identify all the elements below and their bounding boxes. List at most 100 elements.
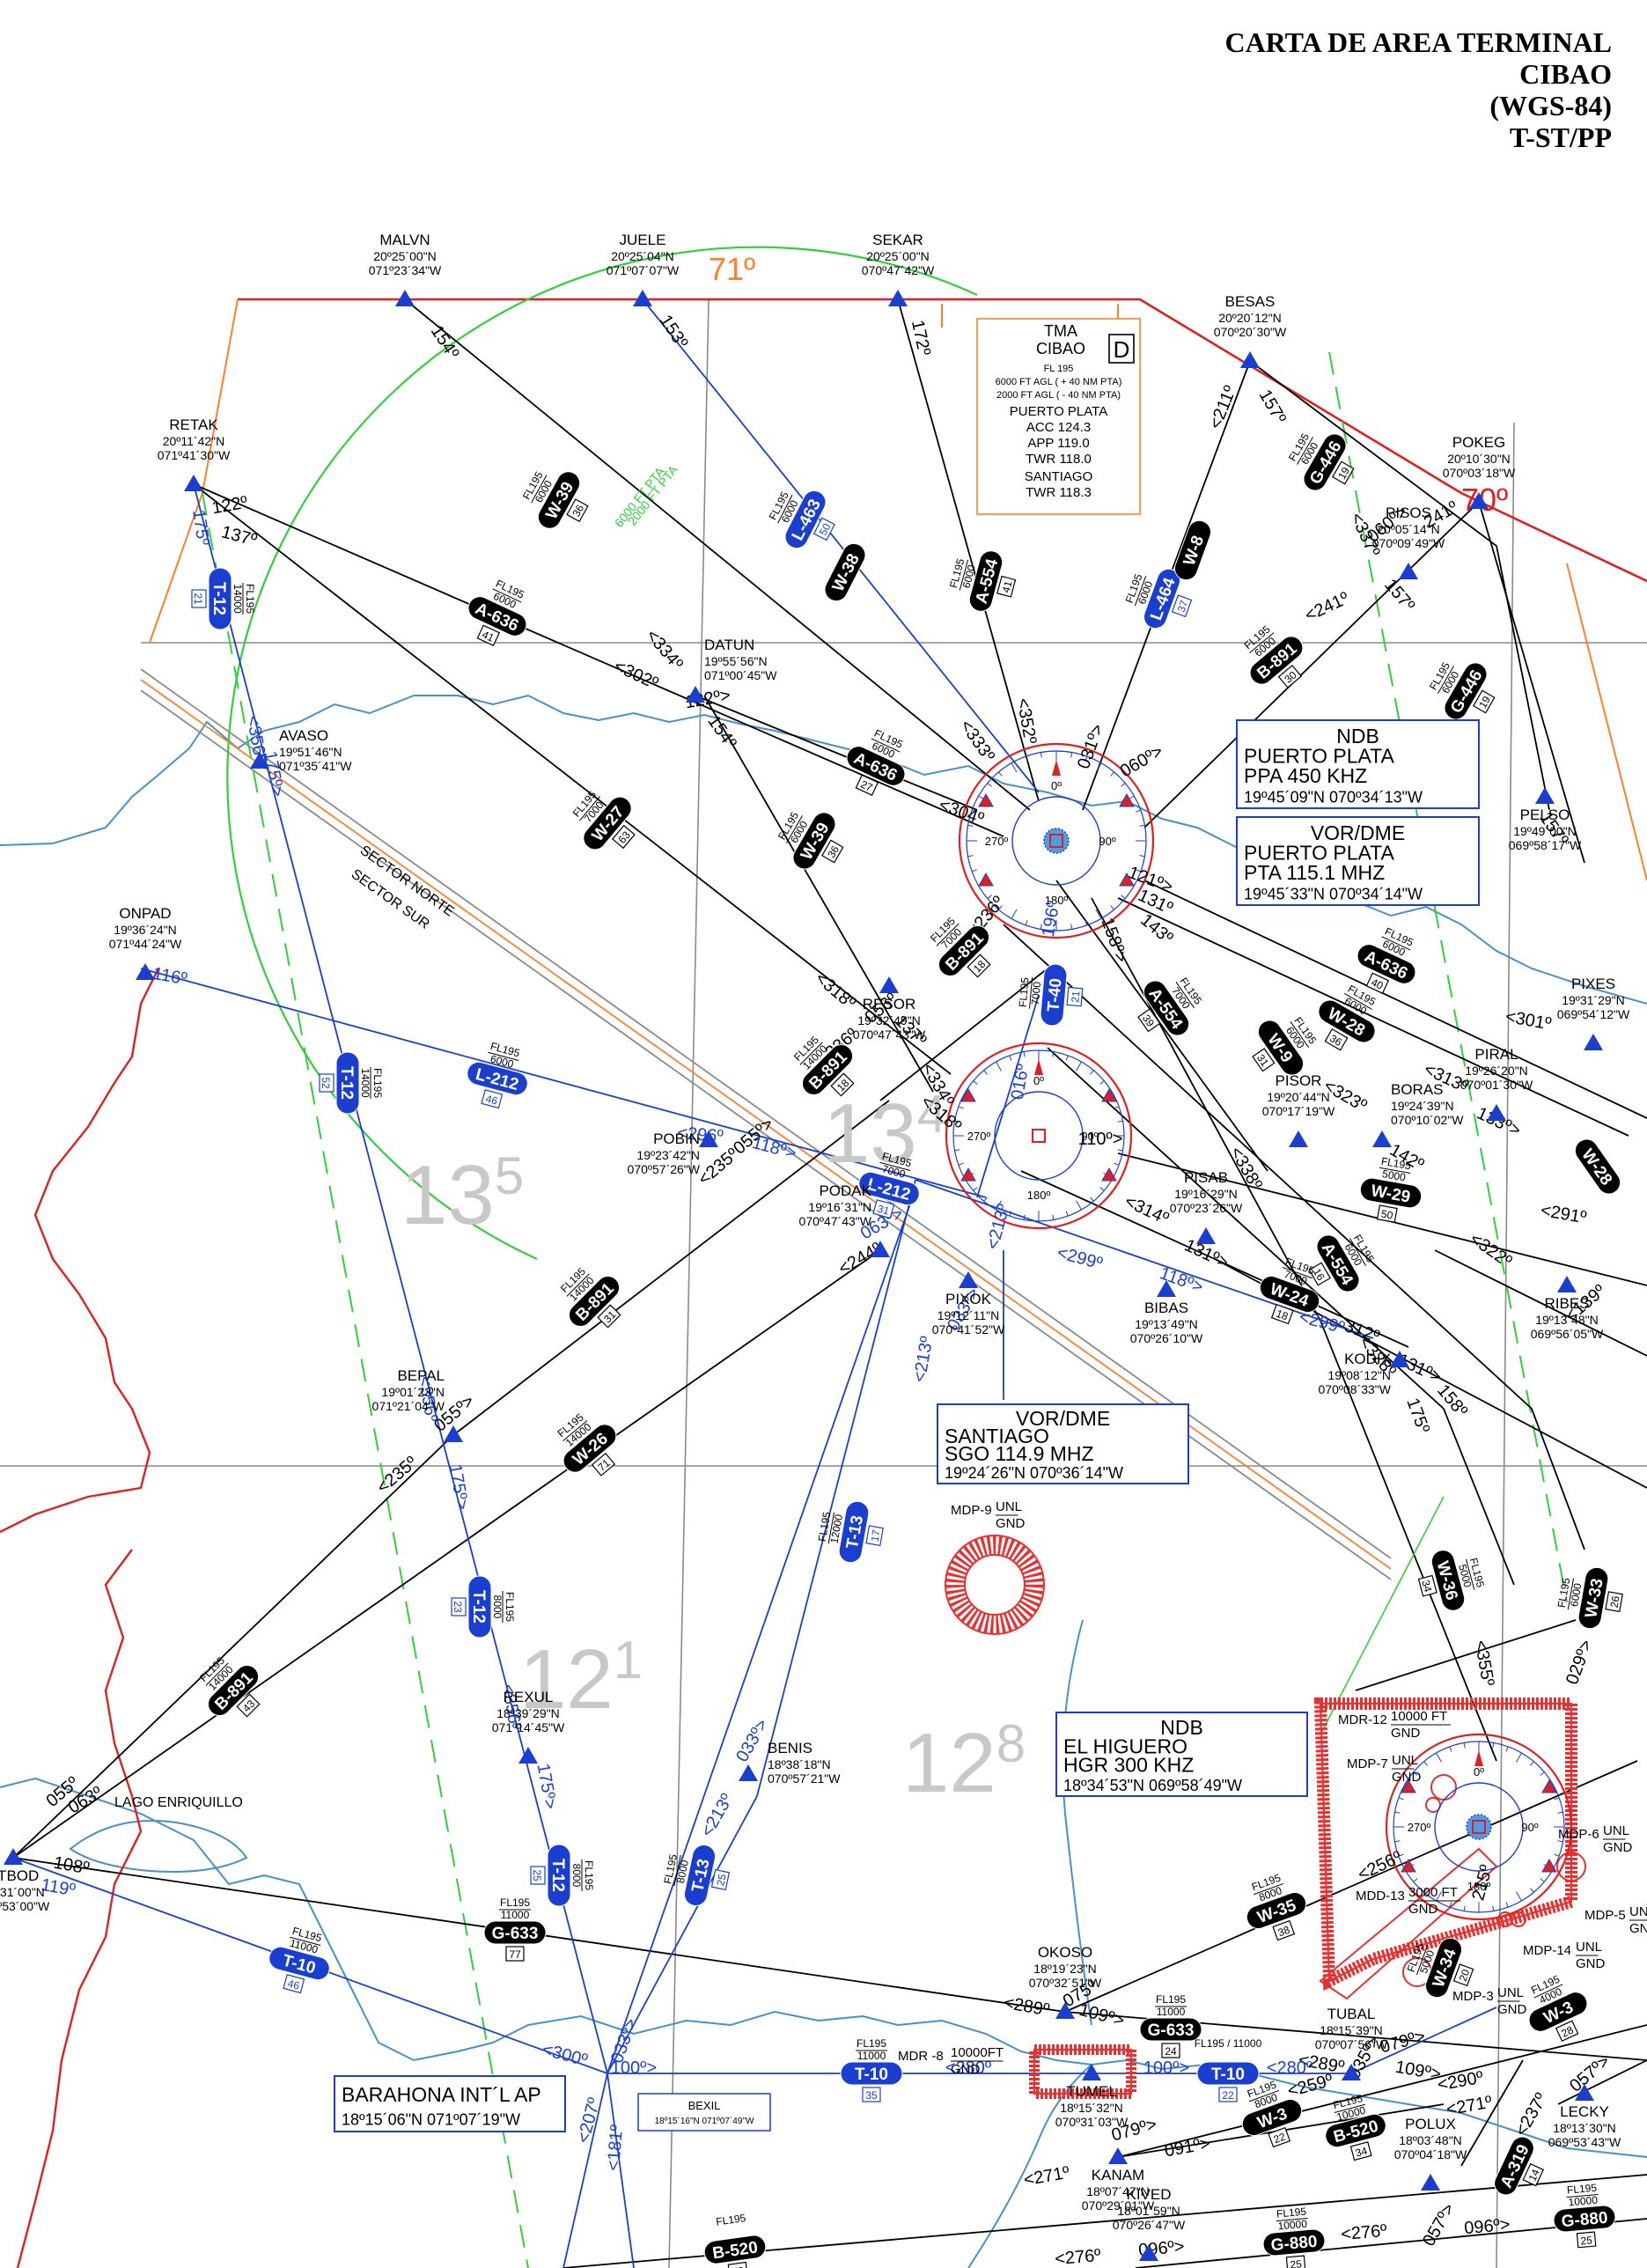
airway-lower-limit: 5000 xyxy=(1456,1563,1474,1589)
waypoint-latitude: 18º01´59"N xyxy=(1117,2204,1180,2218)
navaid-box-line: VOR/DME xyxy=(1016,1407,1110,1430)
waypoint-latitude: 18º38´18"N xyxy=(768,1757,831,1771)
waypoint-name: BORAS xyxy=(1391,1081,1444,1098)
waypoint-triangle-icon xyxy=(1139,2244,1158,2261)
airway-label[interactable]: B-520FL19558 xyxy=(700,2210,769,2268)
waypoint-name: PODAK xyxy=(819,1182,871,1199)
tma-40nm-arc xyxy=(226,246,978,1260)
course-label: <296º xyxy=(676,1123,724,1147)
restricted-area-mdp5[interactable]: MDP-5UNLGND xyxy=(1585,1904,1647,1936)
airway-lower-limit: 7000 xyxy=(1029,981,1043,1005)
waypoint-latitude: 19º26´20"N xyxy=(1465,1064,1528,1078)
waypoint-latitude: 19º36´24"N xyxy=(114,923,177,937)
airway-distance: 46 xyxy=(286,1977,301,1992)
waypoint-etbod[interactable]: ETBOD18º31´00"N071º53´00"W xyxy=(0,1848,50,1913)
mef-figure: 121 xyxy=(519,1631,643,1727)
waypoint-longitude: 070º07´56"W xyxy=(1315,2037,1388,2051)
